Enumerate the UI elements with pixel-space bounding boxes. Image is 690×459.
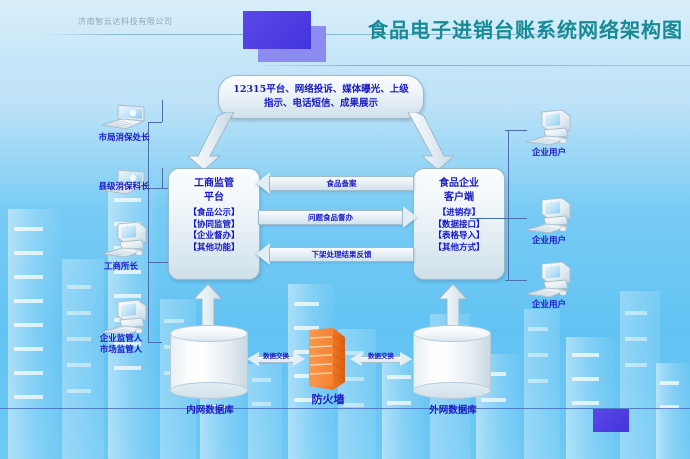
bottom-right-decoration-square — [593, 409, 629, 432]
left-wire-stub — [162, 100, 163, 122]
skyline-building — [656, 363, 690, 459]
firewall-label: 防火墙 — [311, 393, 345, 406]
terminal-city-consumer-protection-chief[interactable] — [100, 103, 148, 133]
terminal-county-consumer-protection-officer[interactable] — [100, 168, 148, 198]
terminal-label-enterprise-user-1: 企业用户 — [531, 148, 566, 158]
data-exchange-right-label: 数据交换 — [368, 352, 394, 360]
data-exchange-right: 数据交换 — [350, 352, 412, 366]
page-title: 食品电子进销台账系统网络架构图 — [368, 18, 683, 42]
regulator-platform-title-1: 工商监管 — [194, 178, 234, 189]
right-network-trunk — [508, 130, 509, 280]
terminal-label-enterprise-user-3: 企业用户 — [531, 300, 566, 310]
arrow-removal-feedback-label: 下架处理结果反馈 — [269, 247, 414, 262]
arrow-top-to-right-pillar — [406, 112, 462, 172]
arrow-food-registration-label: 食品备案 — [269, 176, 414, 191]
arrow-internal-db-to-platform — [192, 284, 224, 330]
arrow-external-db-to-client — [437, 284, 469, 330]
left-network-trunk — [148, 122, 149, 342]
terminal-enterprise-market-supervisor[interactable] — [98, 300, 150, 340]
terminal-enterprise-user-2[interactable] — [522, 198, 574, 238]
right-wire-stub — [505, 218, 527, 219]
terminal-label-county-consumer-protection-officer: 县级消保科长 — [98, 182, 150, 192]
left-wire-stub — [148, 188, 168, 189]
skyline-building — [62, 259, 104, 459]
left-wire-stub — [162, 168, 163, 188]
regulator-platform-node: 工商监管 平台 【食品公示】 【协同监管】 【企业督办】 【其他功能】 — [168, 168, 260, 280]
regulator-option-food-disclosure[interactable]: 【食品公示】 — [188, 208, 240, 218]
external-input-node: 12315平台、网络投诉、媒体曝光、上级 指示、电话短信、成果展示 — [218, 75, 424, 119]
external-database-cylinder — [413, 325, 491, 399]
right-wire-stub — [505, 280, 527, 281]
firewall-icon — [303, 328, 351, 390]
regulator-platform-title-2: 平台 — [204, 192, 224, 203]
skyline-building — [8, 209, 60, 459]
left-wire-stub — [148, 342, 162, 343]
terminal-label-enterprise-user-2: 企业用户 — [531, 236, 566, 246]
regulator-option-enterprise-supervision[interactable]: 【企业督办】 — [188, 231, 240, 241]
client-option-table-import[interactable]: 【表格导入】 — [433, 231, 485, 241]
horizon-line — [0, 408, 690, 409]
terminal-label-enterprise-market-supervisor: 企业监管人 市场监管人 — [99, 334, 143, 355]
decoration-square-front — [243, 11, 311, 49]
terminal-label-industry-commerce-director: 工商所长 — [103, 262, 138, 272]
internal-database-cylinder — [170, 325, 248, 399]
arrow-top-to-left-pillar — [180, 112, 236, 172]
client-option-other-methods[interactable]: 【其他方式】 — [433, 242, 485, 253]
skyline-building — [524, 309, 560, 459]
skyline-building — [248, 364, 282, 459]
data-exchange-left-label: 数据交换 — [263, 352, 289, 360]
terminal-enterprise-user-1[interactable] — [522, 110, 574, 150]
regulator-option-other-functions[interactable]: 【其他功能】 — [188, 242, 240, 253]
left-wire-stub — [148, 262, 168, 263]
terminal-enterprise-user-3[interactable] — [522, 262, 574, 302]
enterprise-client-node: 食品企业 客户端 【进销存】 【数据接口】 【表格导入】 【其他方式】 — [413, 168, 505, 280]
right-wire-to-client — [470, 218, 508, 219]
header-divider-bottom — [250, 65, 690, 66]
external-input-line1: 12315平台、网络投诉、媒体曝光、上级 — [233, 84, 409, 95]
skyline-building — [566, 337, 614, 459]
right-wire-stub — [505, 130, 527, 131]
header-band — [0, 0, 690, 56]
regulator-option-joint-supervision[interactable]: 【协同监管】 — [188, 219, 240, 230]
external-database-label: 外网数据库 — [429, 405, 477, 416]
header-divider-top — [42, 34, 622, 35]
arrow-problem-food-supervision-label: 问题食品督办 — [258, 210, 403, 225]
terminal-industry-commerce-director[interactable] — [98, 222, 150, 262]
data-exchange-left: 数据交换 — [247, 352, 305, 366]
external-input-line2: 指示、电话短信、成果展示 — [263, 98, 378, 109]
enterprise-client-title-1: 食品企业 — [439, 178, 479, 189]
company-name: 济南智云达科技有限公司 — [78, 17, 173, 26]
client-option-inventory[interactable]: 【进销存】 — [437, 208, 481, 218]
client-option-data-interface[interactable]: 【数据接口】 — [433, 219, 485, 230]
skyline-building — [620, 291, 660, 459]
internal-database-label: 内网数据库 — [186, 405, 234, 416]
left-wire-stub — [148, 122, 162, 123]
terminal-label-city-consumer-protection-chief: 市局消保处长 — [98, 133, 150, 143]
enterprise-client-title-2: 客户端 — [444, 192, 474, 203]
skyline-building — [476, 354, 520, 459]
